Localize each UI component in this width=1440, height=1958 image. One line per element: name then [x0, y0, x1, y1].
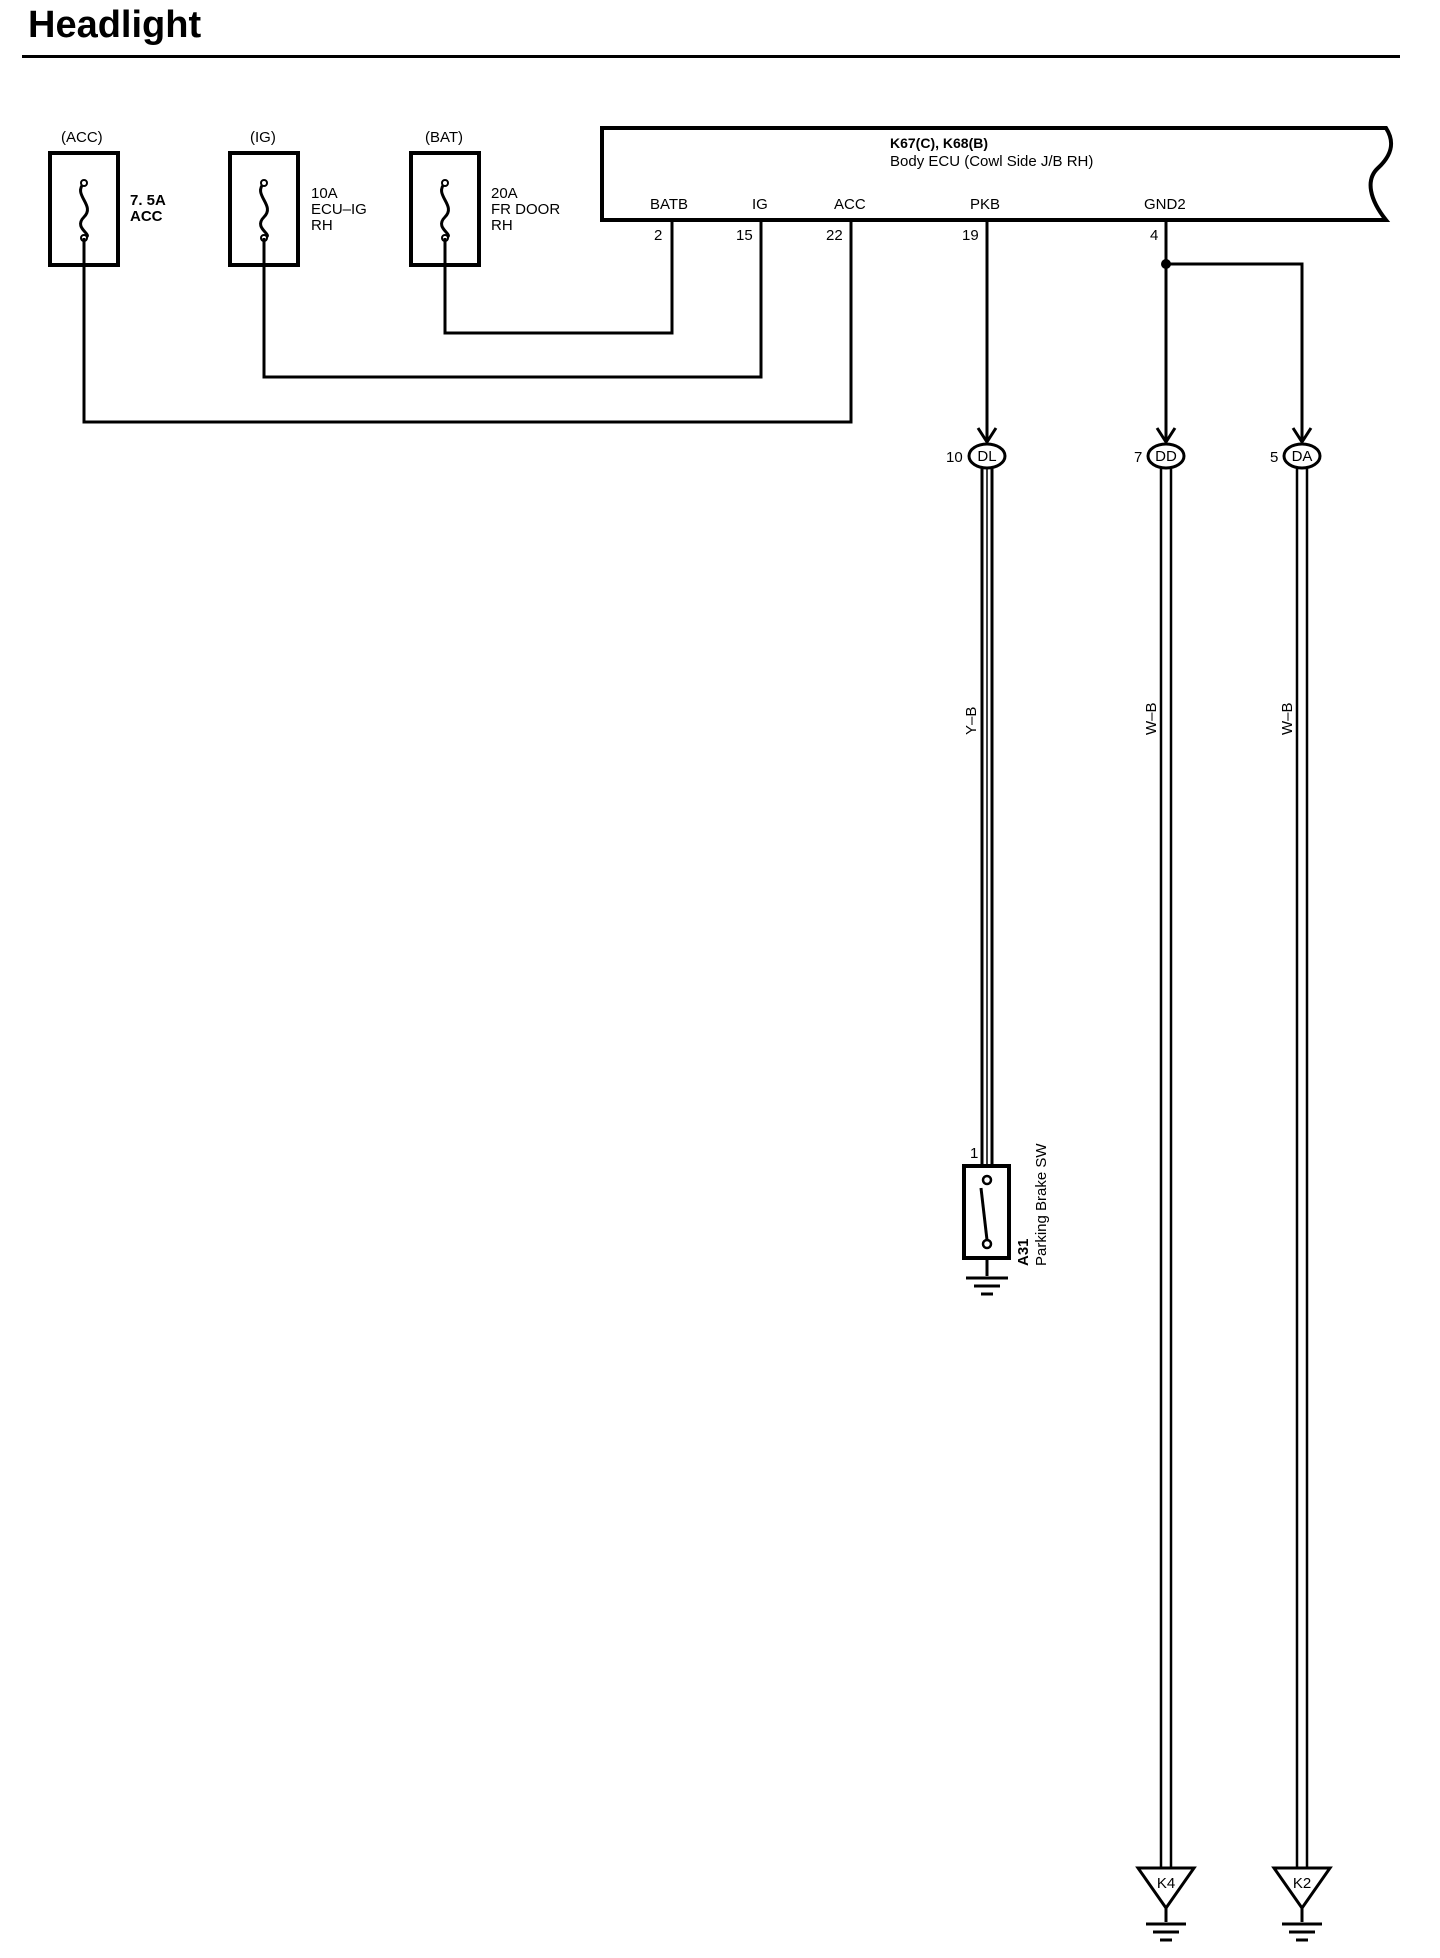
- fuse-ig-terminal-top: [260, 179, 268, 187]
- fuse-bat-name-1: FR DOOR: [491, 201, 560, 218]
- ground-point-k2[interactable]: K2: [1271, 1866, 1333, 1942]
- ground-point-k4[interactable]: K4: [1135, 1866, 1197, 1942]
- wire-gnd2-da: [1166, 262, 1304, 440]
- ecu-pin-22: 22: [826, 227, 843, 244]
- ecu-terminal-gnd2: GND2: [1144, 196, 1186, 213]
- body-ecu[interactable]: K67(C), K68(B) Body ECU (Cowl Side J/B R…: [600, 126, 1394, 244]
- fuse-acc-terminal-top: [80, 179, 88, 187]
- switch-blade-icon: [979, 1187, 989, 1241]
- junction-da-id: DA: [1292, 448, 1313, 465]
- junction-dl[interactable]: 10 DL: [946, 442, 1007, 470]
- ecu-terminal-acc: ACC: [834, 196, 866, 213]
- parking-brake-code: A31: [1015, 1238, 1032, 1266]
- ground-k4-triangle: [1135, 1866, 1197, 1911]
- harness-dd: [1159, 468, 1173, 1868]
- harness-dl: [980, 468, 994, 1166]
- ground-k2-triangle: [1271, 1866, 1333, 1911]
- ecu-name: Body ECU (Cowl Side J/B RH): [890, 153, 1093, 170]
- arrow-dl-icon: [976, 427, 998, 445]
- arrow-da-icon: [1291, 427, 1313, 445]
- fuse-ig-element-icon: [259, 181, 269, 240]
- fuse-acc-rating: 7. 5A: [130, 192, 166, 209]
- ecu-terminal-pkb: PKB: [970, 196, 1000, 213]
- ecu-connectors: K67(C), K68(B): [890, 135, 988, 151]
- junction-da[interactable]: 5 DA: [1270, 442, 1322, 470]
- parking-brake-name: Parking Brake SW: [1033, 1143, 1050, 1266]
- wire-batb: [443, 220, 674, 335]
- page-title: Headlight: [28, 4, 202, 46]
- switch-contact-bottom: [981, 1238, 993, 1250]
- fuse-ig[interactable]: (IG) 10A ECU–IG RH: [228, 129, 367, 267]
- arrow-dd-icon: [1155, 427, 1177, 445]
- junction-da-pin: 5: [1270, 449, 1278, 466]
- ground-k4-label: K4: [1157, 1875, 1175, 1892]
- fuse-ig-name-2: RH: [311, 217, 333, 234]
- fuse-acc-element-icon: [79, 181, 89, 240]
- fuse-ig-name-1: ECU–IG: [311, 201, 367, 218]
- junction-dd-id: DD: [1155, 448, 1177, 465]
- ecu-pin-19: 19: [962, 227, 979, 244]
- junction-dd[interactable]: 7 DD: [1134, 442, 1186, 470]
- splice-point: [1161, 259, 1171, 269]
- parking-brake-switch[interactable]: 1 A31 Parking Brake SW: [962, 1143, 1050, 1296]
- junction-dl-pin: 10: [946, 449, 963, 466]
- fuse-bat-rating: 20A: [491, 185, 518, 202]
- ecu-box: [600, 126, 1394, 222]
- junction-dd-oval: [1146, 442, 1186, 470]
- switch-contact-top: [981, 1174, 993, 1186]
- fuse-bat-terminal-top: [441, 179, 449, 187]
- ground-k2-label: K2: [1293, 1875, 1311, 1892]
- fuse-bat-source: (BAT): [425, 129, 463, 146]
- fuse-acc[interactable]: (ACC) 7. 5A ACC: [48, 129, 166, 267]
- fuse-bat[interactable]: (BAT) 20A FR DOOR RH: [409, 129, 560, 267]
- wire-color-dd: W–B: [1143, 702, 1160, 735]
- harness-da: [1295, 468, 1309, 1868]
- ecu-terminal-ig: IG: [752, 196, 768, 213]
- fuse-bat-name-2: RH: [491, 217, 513, 234]
- fuse-acc-source: (ACC): [61, 129, 103, 146]
- ecu-pin-2: 2: [654, 227, 662, 244]
- junction-dd-pin: 7: [1134, 449, 1142, 466]
- ecu-terminal-batb: BATB: [650, 196, 688, 213]
- ecu-pin-4: 4: [1150, 227, 1158, 244]
- fuse-acc-name-1: ACC: [130, 208, 163, 225]
- junction-dl-id: DL: [977, 448, 996, 465]
- wire-color-da: W–B: [1279, 702, 1296, 735]
- ecu-pin-15: 15: [736, 227, 753, 244]
- title-underline: [22, 55, 1400, 58]
- wire-acc: [82, 220, 853, 424]
- fuse-ig-rating: 10A: [311, 185, 338, 202]
- fuse-ig-source: (IG): [250, 129, 276, 146]
- wire-ig: [262, 220, 763, 379]
- junction-da-oval: [1282, 442, 1322, 470]
- wire-color-dl: Y–B: [963, 707, 980, 735]
- fuse-bat-element-icon: [440, 181, 450, 240]
- parking-brake-pin: 1: [970, 1145, 978, 1162]
